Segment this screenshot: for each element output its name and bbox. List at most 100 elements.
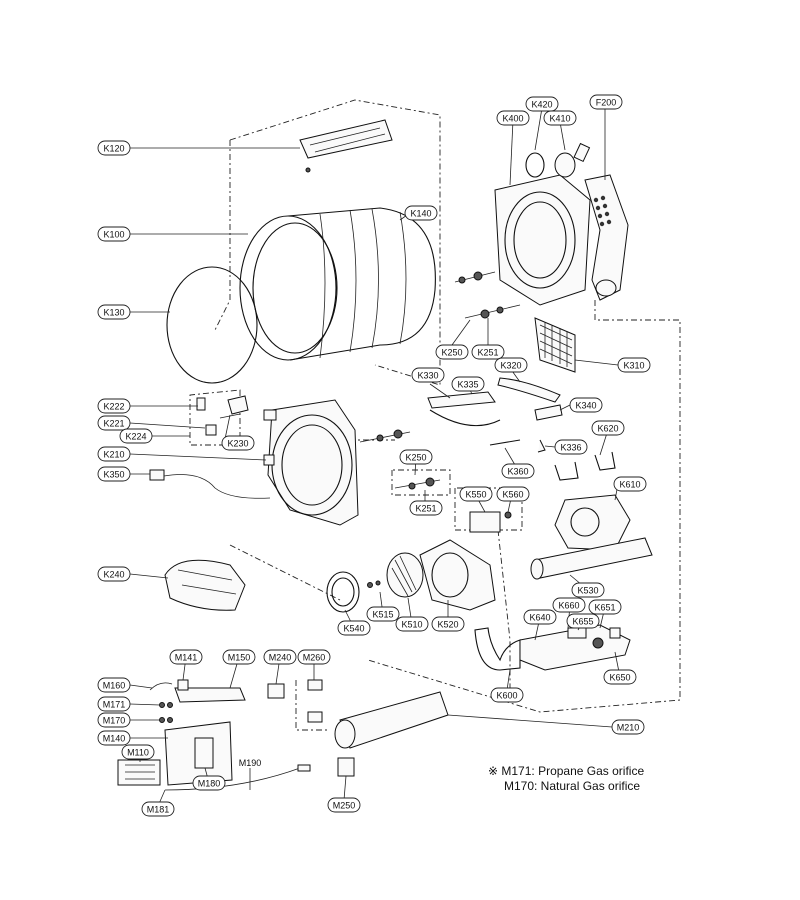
svg-text:K210: K210	[103, 450, 124, 460]
svg-text:K250: K250	[405, 453, 426, 463]
label-m240: M240	[263, 649, 297, 665]
drum-lifter	[299, 119, 393, 159]
label-m190: M190	[239, 758, 262, 768]
svg-text:K600: K600	[496, 691, 517, 701]
svg-text:F200: F200	[596, 98, 617, 108]
blower-seal	[326, 571, 360, 613]
svg-text:K530: K530	[577, 586, 598, 596]
door-switch-parts	[196, 395, 249, 436]
rear-bulkhead	[494, 142, 629, 306]
label-m171: M171	[97, 696, 131, 712]
label-k336: K336	[554, 439, 588, 455]
svg-text:M141: M141	[175, 653, 198, 663]
svg-text:K410: K410	[549, 114, 570, 124]
svg-text:M170: M170	[103, 716, 126, 726]
filter-housing	[164, 559, 246, 611]
gas-valve	[117, 759, 161, 786]
label-k230: K230	[221, 435, 255, 451]
power-cord	[149, 469, 271, 499]
svg-text:M260: M260	[303, 653, 326, 663]
label-k620: K620	[591, 420, 625, 436]
label-k310: K310	[617, 357, 651, 373]
label-k320: K320	[494, 357, 528, 373]
label-m181: M181	[141, 801, 175, 817]
label-k600: K600	[490, 687, 524, 703]
svg-text:K360: K360	[507, 467, 528, 477]
label-k120: K120	[97, 140, 131, 156]
svg-text:M171: M171	[103, 700, 126, 710]
svg-text:K310: K310	[623, 361, 644, 371]
front-bulkhead	[263, 399, 359, 526]
label-k530: K530	[571, 582, 605, 598]
svg-text:M180: M180	[198, 779, 221, 789]
roller-shafts	[359, 271, 521, 490]
svg-text:M240: M240	[269, 653, 292, 663]
svg-text:K420: K420	[531, 100, 552, 110]
label-k360: K360	[501, 463, 535, 479]
bearing-ring	[525, 152, 545, 178]
svg-text:K230: K230	[227, 439, 248, 449]
svg-text:K250: K250	[441, 348, 462, 358]
drive-motor	[554, 451, 631, 551]
burner-tube	[339, 691, 449, 749]
label-k224: K224	[119, 428, 153, 444]
svg-text:K221: K221	[103, 419, 124, 429]
bearing-housing	[554, 152, 576, 178]
label-k210: K210	[97, 446, 131, 462]
label-k520: K520	[431, 616, 465, 632]
svg-text:K620: K620	[597, 424, 618, 434]
lifter-screw	[305, 167, 311, 173]
label-k660: K660	[552, 597, 586, 613]
svg-text:K320: K320	[500, 361, 521, 371]
svg-text:K540: K540	[343, 624, 364, 634]
label-k410: K410	[543, 110, 577, 126]
svg-text:K340: K340	[575, 401, 596, 411]
blower-assembly	[326, 511, 512, 613]
label-k250-lower: K250	[399, 449, 433, 465]
svg-text:M190: M190	[239, 758, 262, 768]
svg-text:K251: K251	[415, 504, 436, 514]
label-m140: M140	[97, 730, 131, 746]
label-k510: K510	[395, 616, 429, 632]
svg-text:M110: M110	[127, 748, 149, 758]
exhaust-pipe	[530, 537, 653, 580]
label-m141: M141	[169, 649, 203, 665]
label-m210: M210	[611, 719, 645, 735]
label-k540: K540	[337, 620, 371, 636]
svg-text:M210: M210	[617, 723, 640, 733]
label-k100: K100	[97, 226, 131, 242]
label-m160: M160	[97, 677, 131, 693]
label-k420: K420	[525, 96, 559, 112]
belt-idler	[427, 377, 563, 453]
svg-text:K515: K515	[372, 610, 393, 620]
label-k350: K350	[97, 466, 131, 482]
label-m170: M170	[97, 712, 131, 728]
label-k610: K610	[613, 476, 647, 492]
svg-text:K100: K100	[103, 230, 124, 240]
label-k130: K130	[97, 304, 131, 320]
label-k560: K560	[496, 486, 530, 502]
label-k251-lower: K251	[409, 500, 443, 516]
svg-text:K350: K350	[103, 470, 124, 480]
label-k335: K335	[451, 376, 485, 392]
label-m110: M110	[121, 744, 155, 760]
label-k640: K640	[523, 609, 557, 625]
svg-text:M250: M250	[333, 801, 356, 811]
note-natural-gas: M170: Natural Gas orifice	[504, 779, 641, 793]
motor-mount	[474, 624, 631, 671]
svg-text:K550: K550	[465, 490, 486, 500]
svg-text:K240: K240	[103, 570, 124, 580]
label-m180: M180	[192, 775, 226, 791]
svg-text:K610: K610	[619, 480, 640, 490]
label-k140: K140	[404, 205, 438, 221]
svg-text:K140: K140	[410, 209, 431, 219]
drum-assembly	[166, 119, 436, 384]
label-k330: K330	[411, 367, 445, 383]
label-k251-upper: K251	[471, 344, 505, 360]
svg-text:K655: K655	[572, 617, 593, 627]
svg-text:M150: M150	[228, 653, 251, 663]
label-k651: K651	[588, 599, 622, 615]
drum-seal-ring	[166, 266, 258, 384]
part-labels: K120 K100 K130 K140 K222 K221 K224 K230 …	[97, 94, 651, 817]
